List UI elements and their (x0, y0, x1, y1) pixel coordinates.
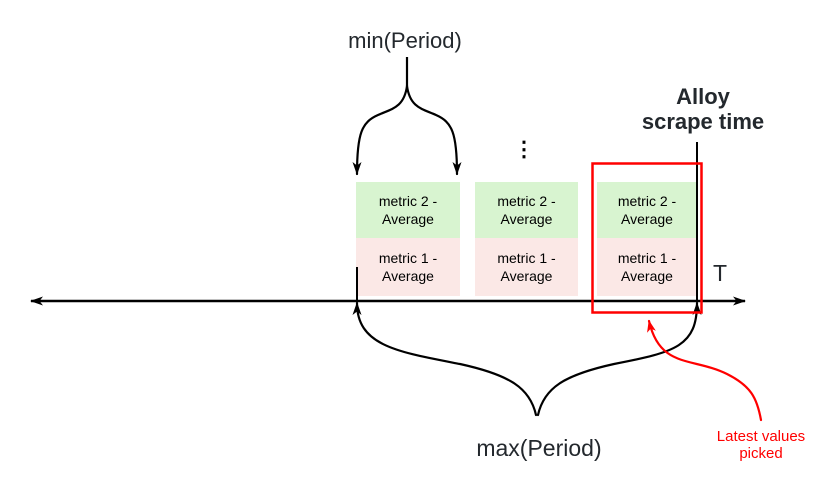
min-period-brace-right-arrow (405, 84, 462, 176)
max-period-label: max(Period) (476, 435, 602, 461)
metric2-average-cell: metric 2 - Average (597, 182, 697, 238)
min-period-label: min(Period) (348, 28, 462, 53)
metric2-average-cell: metric 2 - Average (356, 182, 460, 238)
sample-column-3: metric 2 - Average metric 1 - Average (597, 182, 697, 296)
min-period-brace-left-arrow (352, 84, 409, 176)
metric1-average-cell: metric 1 - Average (475, 238, 578, 296)
metric2-average-cell: metric 2 - Average (475, 182, 578, 238)
max-period-brace-left-arrow (352, 301, 538, 417)
max-period-brace-right-arrow (536, 301, 702, 417)
sample-column-2: metric 2 - Average metric 1 - Average (475, 182, 578, 296)
metric1-average-cell: metric 1 - Average (356, 238, 460, 296)
latest-values-arrow (647, 319, 763, 422)
more-samples-ellipsis: ⋮ (513, 138, 535, 161)
metric1-average-cell: metric 1 - Average (597, 238, 697, 296)
sample-column-1: metric 2 - Average metric 1 - Average (356, 182, 460, 296)
alloy-scrape-time-label: Alloy scrape time (641, 84, 765, 134)
latest-values-picked-label: Latest values picked (716, 428, 806, 462)
time-axis-label: T (712, 260, 728, 286)
